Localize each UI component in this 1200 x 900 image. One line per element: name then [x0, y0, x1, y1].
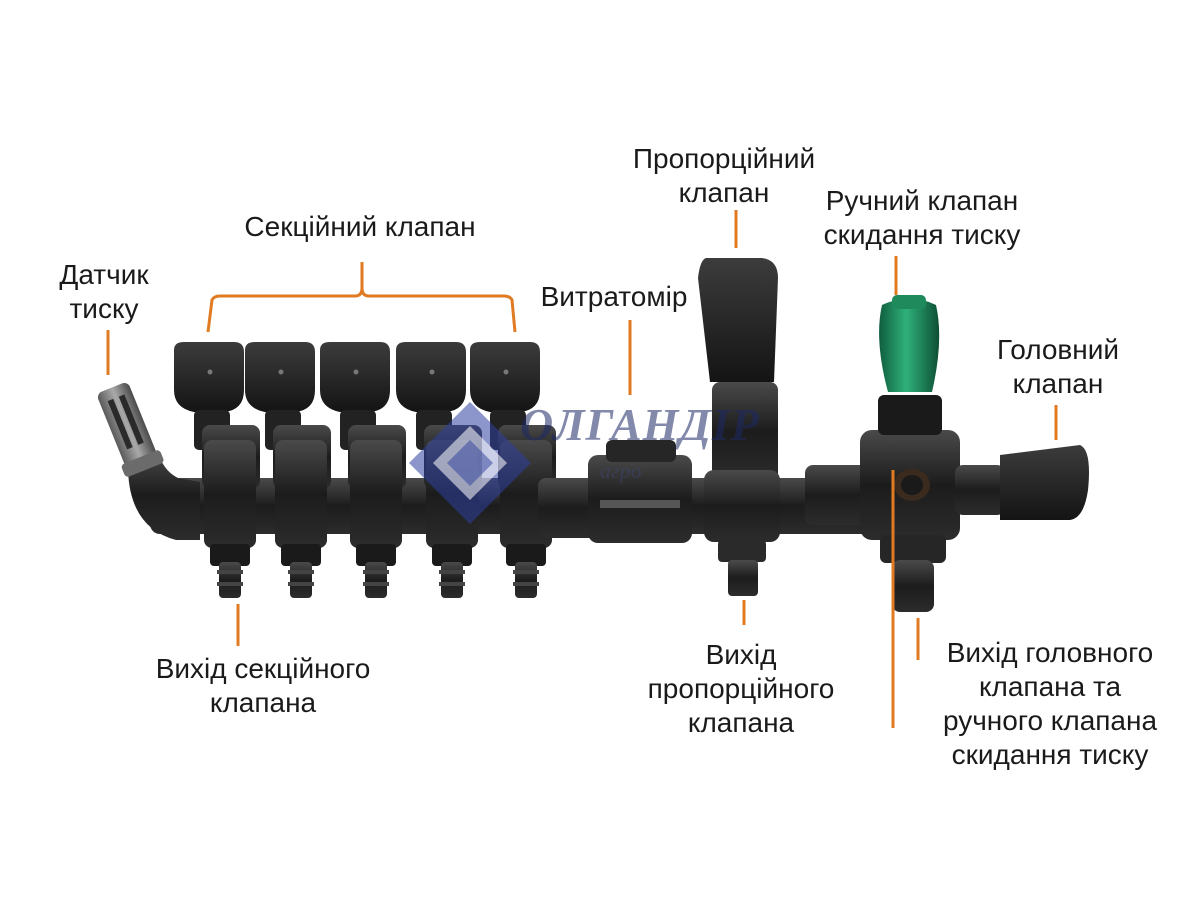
- label-line: Пропорційний: [632, 143, 816, 174]
- proportional-valve-body: [698, 258, 780, 596]
- watermark-sub: агро: [600, 458, 642, 483]
- section-valve-1: [174, 342, 260, 598]
- label-line: Вихід: [705, 639, 777, 670]
- label-line: тиску: [69, 293, 139, 324]
- label-line: клапан: [1012, 368, 1104, 399]
- sensor-elbow: [128, 450, 200, 540]
- label-line: Вихід секційного: [155, 653, 371, 684]
- watermark-brand: ОЛГАНДІР: [520, 399, 760, 450]
- manual-relief-knob: [879, 298, 940, 392]
- main-valve-cap: [1000, 445, 1089, 520]
- label-line: Ручний клапан: [825, 185, 1019, 216]
- section-valve-5: [470, 342, 556, 598]
- label-line: клапана: [687, 707, 795, 738]
- label-line: Головний: [996, 334, 1120, 365]
- label-line: Секційний клапан: [244, 211, 476, 242]
- label-line: скидання тиску: [823, 219, 1021, 250]
- label-line: Вихід головного: [946, 637, 1154, 668]
- diamond-logo-icon: [409, 402, 531, 524]
- label-line: Датчик: [59, 259, 149, 290]
- brace-section-valve: [206, 262, 517, 333]
- label-line: клапан: [678, 177, 770, 208]
- flowmeter-body: [538, 440, 692, 543]
- main-valve-block: [805, 295, 1089, 612]
- pressure-sensor: [97, 382, 164, 477]
- label-line: скидання тиску: [951, 739, 1149, 770]
- label-line: ручного клапана: [942, 705, 1158, 736]
- label-flowmeter: Витратомір: [541, 280, 688, 314]
- section-valve-3: [320, 342, 406, 598]
- label-section-valve: Секційний клапан: [244, 210, 475, 244]
- label-line: клапана та: [978, 671, 1122, 702]
- section-valve-2: [245, 342, 331, 598]
- label-line: пропорційного: [647, 673, 835, 704]
- label-line: Витратомір: [540, 281, 688, 312]
- label-line: клапана: [209, 687, 317, 718]
